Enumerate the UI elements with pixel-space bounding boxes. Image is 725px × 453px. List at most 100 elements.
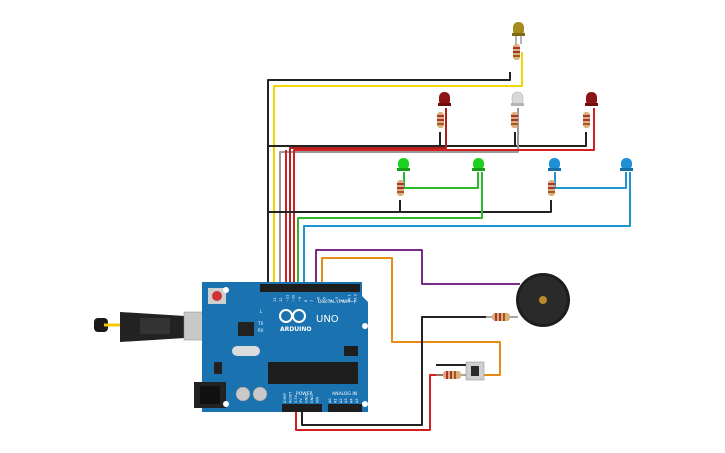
power-jack-inner	[200, 386, 220, 404]
wire-red-led1[interactable]	[289, 108, 447, 285]
pin-label: VIN	[315, 397, 319, 403]
wire-ground-row2b[interactable]	[440, 132, 516, 147]
wire-red-power[interactable]	[295, 374, 446, 431]
pin-label: RX 0	[354, 294, 358, 302]
mount-hole	[223, 287, 229, 293]
capacitor-1	[235, 386, 251, 402]
wire-yellow[interactable]	[273, 52, 523, 285]
led-body	[473, 158, 484, 170]
atmega-chip	[268, 362, 358, 384]
wire-blue-main[interactable]	[303, 172, 631, 285]
led-white[interactable]	[511, 91, 524, 128]
wire-purple[interactable]	[315, 249, 520, 285]
led-rim	[548, 168, 561, 171]
wire-blue-led[interactable]	[554, 172, 627, 189]
pin-label: A3	[344, 398, 348, 403]
buzzer-resistor[interactable]	[486, 313, 518, 321]
wire-green-led[interactable]	[403, 172, 479, 189]
led-rim	[620, 168, 633, 171]
led-body	[586, 92, 597, 106]
resistor-band	[503, 313, 505, 321]
mount-hole	[362, 323, 368, 329]
resistor-band	[499, 313, 501, 321]
led-red-1[interactable]	[437, 92, 451, 128]
crystal	[232, 346, 260, 356]
pin-label: A2	[339, 398, 343, 403]
reset-button[interactable]	[212, 291, 222, 301]
led-rim	[438, 103, 451, 106]
wire-gray[interactable]	[279, 108, 519, 285]
resistor-band	[437, 115, 444, 117]
pin-label: 5V	[299, 398, 303, 403]
pin-label: A4	[350, 398, 354, 403]
power-header	[282, 404, 322, 412]
arduino-board[interactable]: ARDUINO UNO DIGITAL (PWM~) POWER ANALOG …	[194, 282, 368, 412]
wire-ground-row2[interactable]	[268, 132, 441, 147]
pin-label: ~11	[285, 295, 289, 302]
resistor-band	[397, 183, 404, 185]
resistor-band	[583, 115, 590, 117]
led-blue-2[interactable]	[620, 158, 633, 171]
pin-label: 8	[304, 300, 308, 302]
pin-label: ~9	[298, 297, 302, 302]
led-rim	[511, 103, 524, 106]
wire-buzzer-ground[interactable]	[301, 316, 486, 426]
pin-label: 13	[273, 298, 277, 302]
pin-label: A1	[333, 398, 337, 403]
led-yellow[interactable]	[512, 22, 525, 60]
pin-label: 2	[341, 300, 345, 302]
resistor-band	[513, 51, 520, 53]
wire-ground-row3b[interactable]	[400, 200, 552, 213]
resistor-band	[511, 123, 518, 125]
led-rim	[512, 33, 525, 36]
wires	[267, 52, 631, 431]
usb-cable-end	[94, 318, 108, 332]
pin-label: RESET	[288, 391, 292, 403]
led-green-2[interactable]	[472, 158, 485, 171]
wire-ground-row3[interactable]	[268, 200, 401, 213]
resistor-band	[513, 55, 520, 57]
pin-label: 4	[329, 299, 333, 302]
led-body	[398, 158, 409, 170]
capacitor-2	[252, 386, 268, 402]
wire-orange[interactable]	[321, 257, 501, 376]
pin-label: A5	[355, 398, 359, 403]
pin-label: ~6	[316, 297, 320, 302]
board-brand: ARDUINO	[280, 326, 311, 333]
logo-right	[292, 309, 306, 323]
wire-ground-row2c[interactable]	[515, 132, 587, 147]
push-button[interactable]	[465, 361, 485, 381]
analog-header	[328, 404, 362, 412]
pin-label: TX 1	[347, 294, 351, 303]
usb-chip	[238, 322, 254, 336]
resistor-band	[495, 313, 497, 321]
resistor-band	[446, 371, 448, 379]
rx-label: RX	[258, 328, 264, 333]
mount-hole	[223, 401, 229, 407]
resistor-band	[511, 119, 518, 121]
led-red-2[interactable]	[583, 92, 598, 128]
resistor-band	[397, 187, 404, 189]
resistor-band	[437, 123, 444, 125]
button-resistor[interactable]	[436, 371, 466, 379]
analog-label: ANALOG IN	[332, 391, 357, 397]
pin-label: ~3	[335, 297, 339, 302]
led-rim	[472, 168, 485, 171]
led-body	[439, 92, 450, 106]
led-blue-1[interactable]	[548, 158, 561, 196]
led-green-1[interactable]	[397, 158, 410, 196]
led-rim	[397, 168, 410, 171]
resistor-band	[450, 371, 452, 379]
led-body	[621, 158, 632, 170]
pin-label: A0	[328, 398, 332, 403]
board-model: UNO	[316, 314, 339, 325]
piezo-buzzer[interactable]	[516, 273, 570, 327]
pin-label: ~5	[323, 297, 327, 302]
wire-red-led2[interactable]	[293, 108, 595, 285]
pin-label: 7	[310, 300, 314, 302]
resistor-band	[437, 119, 444, 121]
wire-green-main[interactable]	[297, 172, 483, 285]
